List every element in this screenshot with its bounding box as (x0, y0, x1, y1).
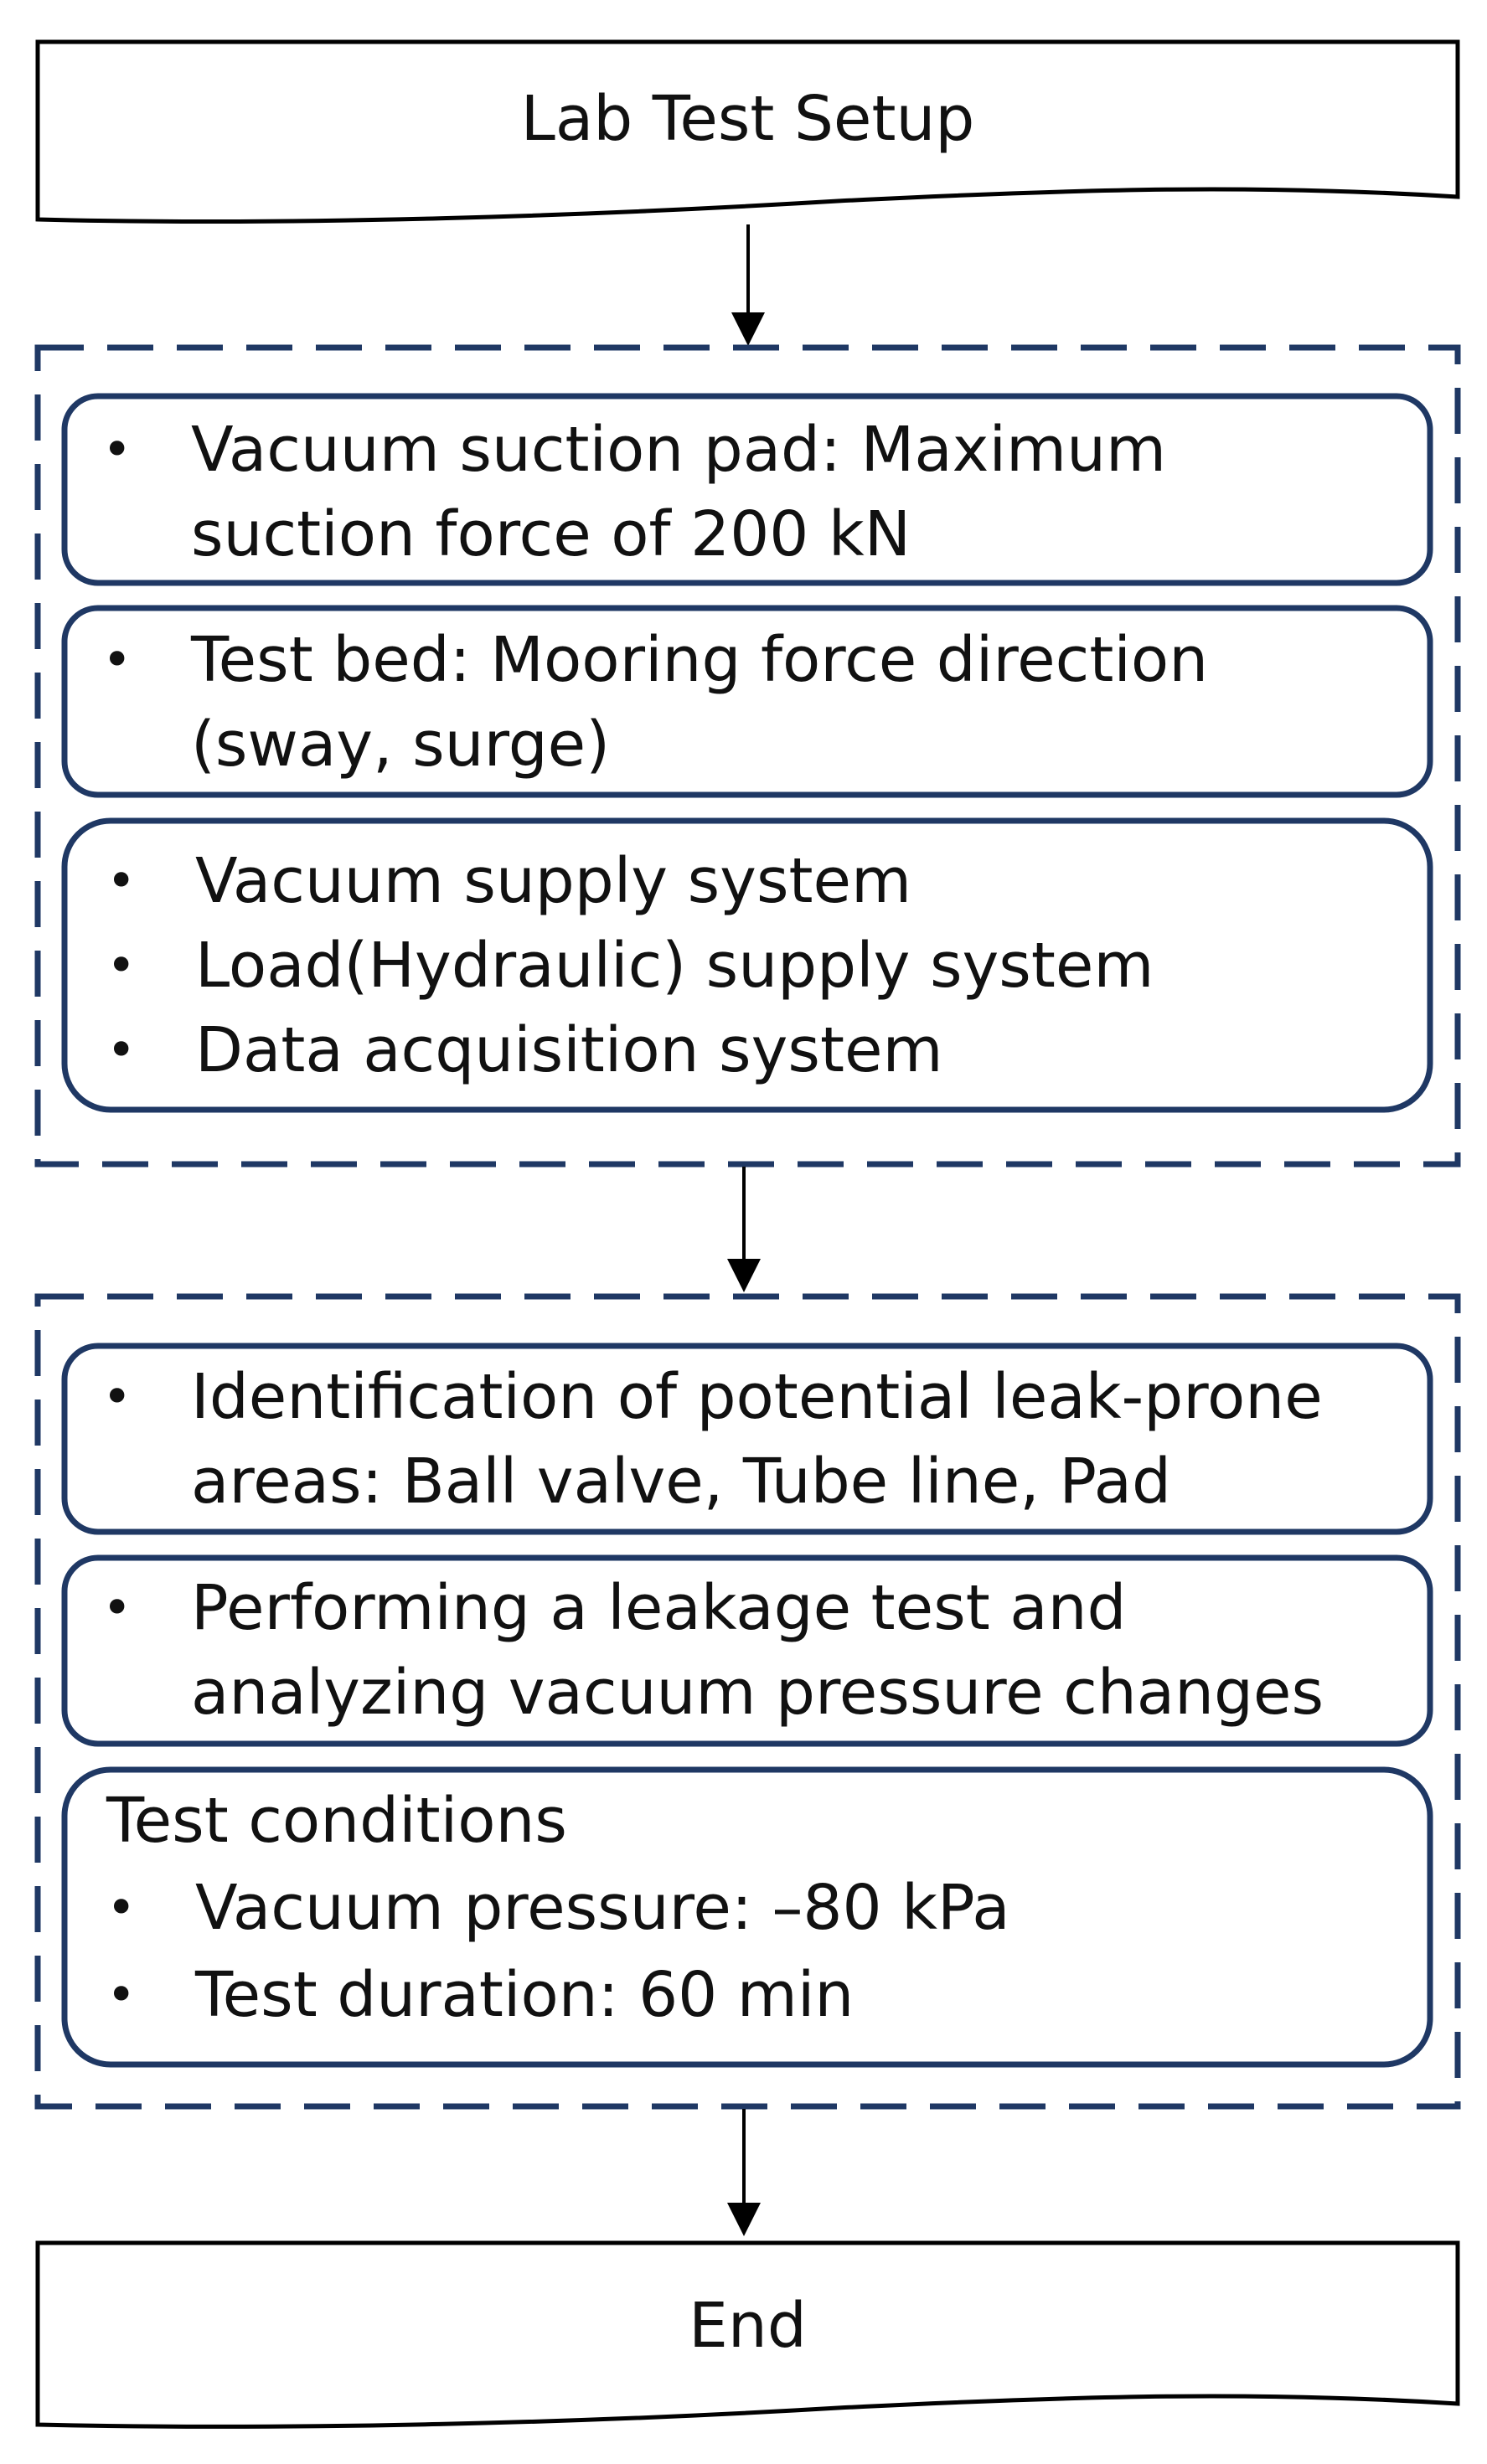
group2-box3-bullet-1: • (106, 1879, 137, 1937)
group2-box2-bullet: • (102, 1579, 132, 1637)
group1-container (34, 344, 1461, 1168)
group2-box2 (61, 1554, 1433, 1747)
group1-box3-item-2: Load(Hydraulic) supply system (195, 930, 1154, 1002)
group1-box1-line1: Vacuum suction pad: Maximum (191, 414, 1167, 486)
group2-box3-item-1: Vacuum pressure: –80 kPa (195, 1872, 1010, 1944)
group1-box2-line1: Test bed: Mooring force direction (191, 624, 1209, 696)
group2-box3 (61, 1766, 1433, 2068)
group1-box3-item-3: Data acquisition system (195, 1014, 943, 1086)
group2-box1 (61, 1343, 1433, 1535)
group1-box1-bullet: • (102, 420, 132, 479)
start-shape (35, 39, 1460, 224)
end-shape (35, 2240, 1460, 2429)
group2-box1-line2: areas: Ball valve, Tube line, Pad (191, 1446, 1171, 1518)
group1-box3-bullet-1: • (106, 852, 137, 910)
group1-box3 (61, 817, 1433, 1113)
group2-box3-heading: Test conditions (106, 1785, 567, 1857)
group1-box3-bullet-3: • (106, 1021, 137, 1080)
group1-box3-bullet-2: • (106, 936, 137, 995)
group2-box1-line1: Identification of potential leak-prone (191, 1361, 1323, 1433)
group1-box2-line2: (sway, surge) (191, 709, 611, 781)
group1-box1 (61, 393, 1433, 586)
group1-box2 (61, 605, 1433, 798)
group2-box2-line2: analyzing vacuum pressure changes (191, 1657, 1324, 1729)
group2-box3-bullet-2: • (106, 1966, 137, 2024)
group2-box1-bullet: • (102, 1368, 132, 1426)
end-title: End (689, 2290, 807, 2362)
group1-box2-bullet: • (102, 631, 132, 689)
group2-container (34, 1293, 1461, 2110)
group1-box1-line2: suction force of 200 kN (191, 498, 911, 570)
group1-box3-item-1: Vacuum supply system (195, 845, 912, 917)
start-title: Lab Test Setup (520, 83, 975, 155)
group2-box3-item-2: Test duration: 60 min (195, 1959, 855, 2031)
group2-box2-line1: Performing a leakage test and (191, 1572, 1127, 1644)
